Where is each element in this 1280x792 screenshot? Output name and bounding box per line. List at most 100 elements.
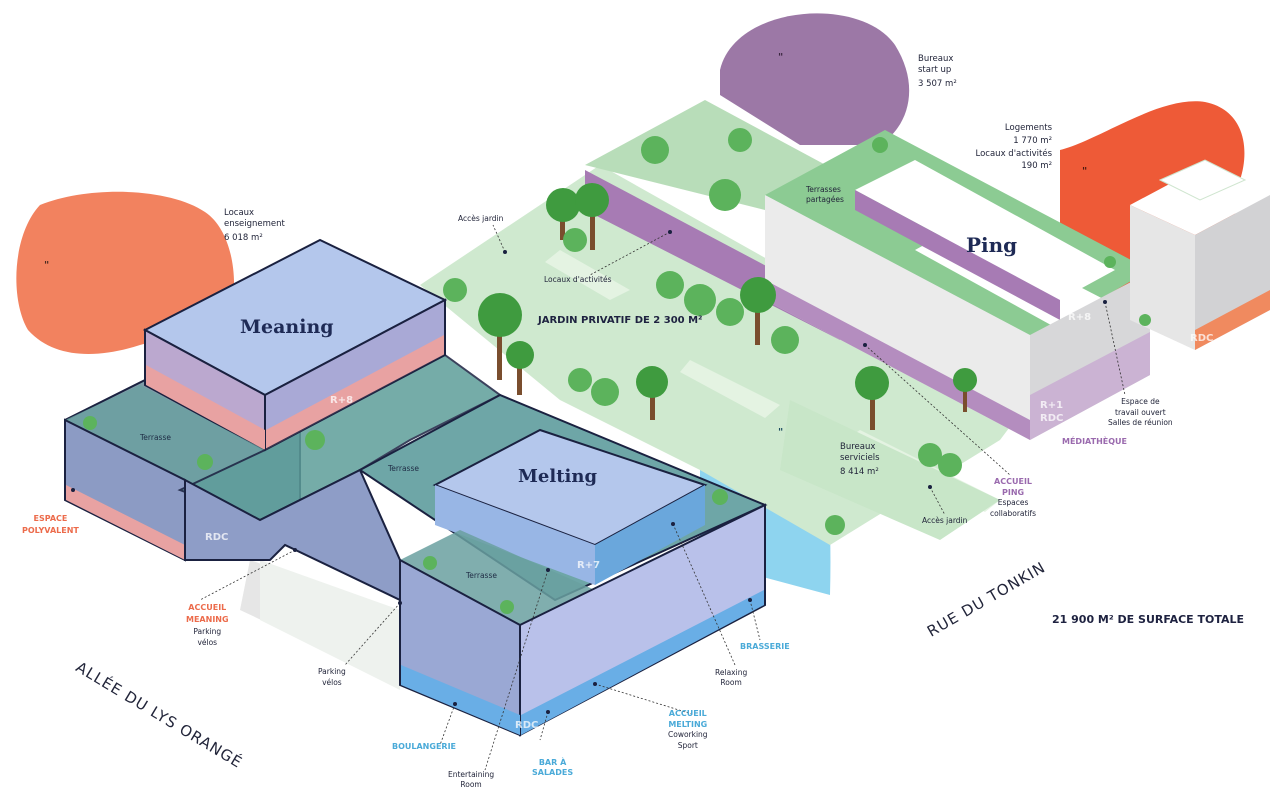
residence-base bbox=[1195, 290, 1270, 350]
meaning-level-ground: RDC bbox=[205, 532, 229, 543]
blob-mark-orange: " bbox=[44, 260, 50, 271]
melting-base-right bbox=[519, 503, 766, 737]
label-startup-name: Bureaux start up bbox=[918, 54, 954, 75]
ping-level-mid: R+1 bbox=[1040, 400, 1064, 411]
label-bar-salades: BAR À SALADES bbox=[532, 758, 573, 779]
blob-mark-violet: " bbox=[778, 52, 784, 63]
meaning-pink-band bbox=[146, 365, 265, 450]
label-serviciels-name: Bureaux serviciels bbox=[840, 442, 880, 463]
label-enseignement: Locaux enseignement 6 018 m² bbox=[224, 208, 294, 245]
tree bbox=[953, 368, 977, 412]
ping-level-ground: RDC bbox=[1040, 413, 1064, 424]
label-logements-name: Logements bbox=[1004, 123, 1052, 133]
label-serviciels-area: 8 414 m² bbox=[840, 467, 879, 478]
melting-blue-band-2 bbox=[521, 590, 764, 735]
label-relaxing-2: Room bbox=[720, 677, 742, 687]
label-startup: Bureaux start up 3 507 m² bbox=[918, 54, 968, 91]
total-surface-line1: 21 900 M² DE bbox=[1052, 613, 1135, 626]
label-entertaining-room: Entertaining Room bbox=[448, 770, 494, 790]
label-parking-velos-1b: vélos bbox=[197, 638, 218, 648]
blob-mark-red: " bbox=[1082, 166, 1088, 177]
label-acces-jardin-right: Accès jardin bbox=[922, 516, 968, 525]
label-acces-jardin-top: Accès jardin bbox=[458, 214, 504, 223]
label-parking-velos-1a: Parking bbox=[193, 627, 222, 636]
building-name-ping: Ping bbox=[966, 233, 1018, 257]
label-accueil-melting-1: ACCUEIL bbox=[668, 709, 707, 718]
blob-mark-blue: " bbox=[778, 427, 784, 438]
tree bbox=[478, 293, 522, 380]
label-activites-area: 190 m² bbox=[1021, 161, 1052, 172]
label-accueil-ping: ACCUEIL PING Espaces collaboratifs bbox=[990, 476, 1036, 519]
label-accueil-ping-2: PING bbox=[1001, 488, 1025, 498]
link-terrace-label: Terrasse bbox=[388, 464, 419, 473]
label-parking-velos: Parking vélos bbox=[318, 666, 346, 689]
violet-blob bbox=[720, 13, 910, 145]
label-espaces-collab-1: Espaces bbox=[997, 498, 1029, 508]
garden-lane bbox=[545, 250, 630, 300]
label-serviciels: Bureaux serviciels 8 414 m² bbox=[840, 442, 900, 479]
garden-lane-2 bbox=[680, 360, 780, 418]
residence-crown bbox=[1158, 159, 1247, 201]
label-locaux-activites: Locaux d'activités bbox=[544, 275, 612, 284]
label-espaces-collab-2: collaboratifs bbox=[990, 508, 1037, 518]
label-relaxing-1: Relaxing bbox=[715, 668, 748, 677]
tree bbox=[740, 277, 776, 345]
garden-label-line3: DE 2 300 M² bbox=[634, 315, 703, 326]
building-name-meaning: Meaning bbox=[240, 316, 334, 338]
ping-level-top: R+8 bbox=[1068, 312, 1092, 323]
label-bar-1: BAR À bbox=[538, 758, 567, 767]
garden-right bbox=[780, 400, 1000, 540]
label-relaxing-room: Relaxing Room bbox=[715, 668, 747, 688]
melting-lower-terrace bbox=[400, 530, 595, 625]
label-accueil-meaning-1: ACCUEIL bbox=[188, 603, 227, 612]
label-activites-name: Locaux d'activités bbox=[975, 148, 1052, 159]
ping-right-base bbox=[1030, 332, 1150, 440]
label-parking-velos-2b: vélos bbox=[322, 678, 342, 688]
label-sport: Sport bbox=[677, 740, 698, 750]
residence-left bbox=[1130, 205, 1195, 350]
label-espace-polyvalent-1: ESPACE bbox=[33, 514, 68, 523]
ping-roof bbox=[855, 160, 1115, 300]
ping-left-stripe bbox=[855, 190, 1060, 320]
label-espace-polyvalent-2: POLYVALENT bbox=[22, 526, 79, 535]
garden-label: JARDIN PRIVATIF DE 2 300 M² bbox=[538, 314, 702, 328]
leader-dots bbox=[71, 230, 1107, 714]
meaning-pink-band-2 bbox=[266, 335, 444, 450]
meaning-terrace-label: Terrasse bbox=[140, 433, 171, 442]
label-entertaining-1: Entertaining bbox=[448, 770, 495, 779]
label-espace-travail: Espace de travail ouvert Salles de réuni… bbox=[1108, 397, 1173, 429]
melting-level-ground: RDC bbox=[515, 720, 539, 731]
label-entertaining-2: Room bbox=[460, 779, 482, 789]
garden-upper bbox=[585, 100, 835, 210]
label-bar-2: SALADES bbox=[532, 768, 574, 778]
label-accueil-melting: ACCUEIL MELTING Coworking Sport bbox=[668, 708, 708, 751]
building-name-melting: Melting bbox=[518, 466, 598, 487]
label-brasserie: BRASSERIE bbox=[740, 642, 790, 651]
melting-terrace-label: Terrasse bbox=[466, 571, 497, 580]
total-surface-line2: SURFACE TOTALE bbox=[1138, 613, 1245, 626]
tree bbox=[575, 183, 609, 250]
meaning-melting-body bbox=[184, 468, 401, 602]
melting-roof-right bbox=[595, 485, 705, 585]
label-espace-travail-2: travail ouvert bbox=[1115, 407, 1166, 417]
label-boulangerie: BOULANGERIE bbox=[392, 742, 457, 751]
label-accueil-meaning: ACCUEIL MEANING Parking vélos bbox=[186, 602, 229, 649]
sidewalk bbox=[260, 560, 400, 690]
label-accueil-meaning-2: MEANING bbox=[186, 615, 229, 624]
label-logements-area: 1 770 m² bbox=[1013, 135, 1052, 146]
tree bbox=[636, 366, 668, 420]
label-espace-polyvalent: ESPACE POLYVALENT bbox=[22, 513, 79, 537]
label-logements: Logements 1 770 m² Locaux d'activités 19… bbox=[965, 122, 1052, 173]
label-accueil-melting-2: MELTING bbox=[668, 720, 708, 730]
tree bbox=[855, 366, 889, 430]
leader-lines bbox=[199, 224, 1126, 771]
meaning-terrace bbox=[65, 385, 265, 490]
residence-level-ground: RDC bbox=[1190, 333, 1214, 344]
label-enseignement-name: Locaux enseignement bbox=[224, 208, 285, 229]
melting-blue-band bbox=[401, 665, 520, 735]
garden-label-line1: JARDIN bbox=[538, 315, 578, 326]
label-accueil-ping-1: ACCUEIL bbox=[994, 477, 1033, 486]
label-enseignement-area: 6 018 m² bbox=[224, 233, 263, 244]
label-mediatheque: MÉDIATHÈQUE bbox=[1062, 437, 1127, 446]
